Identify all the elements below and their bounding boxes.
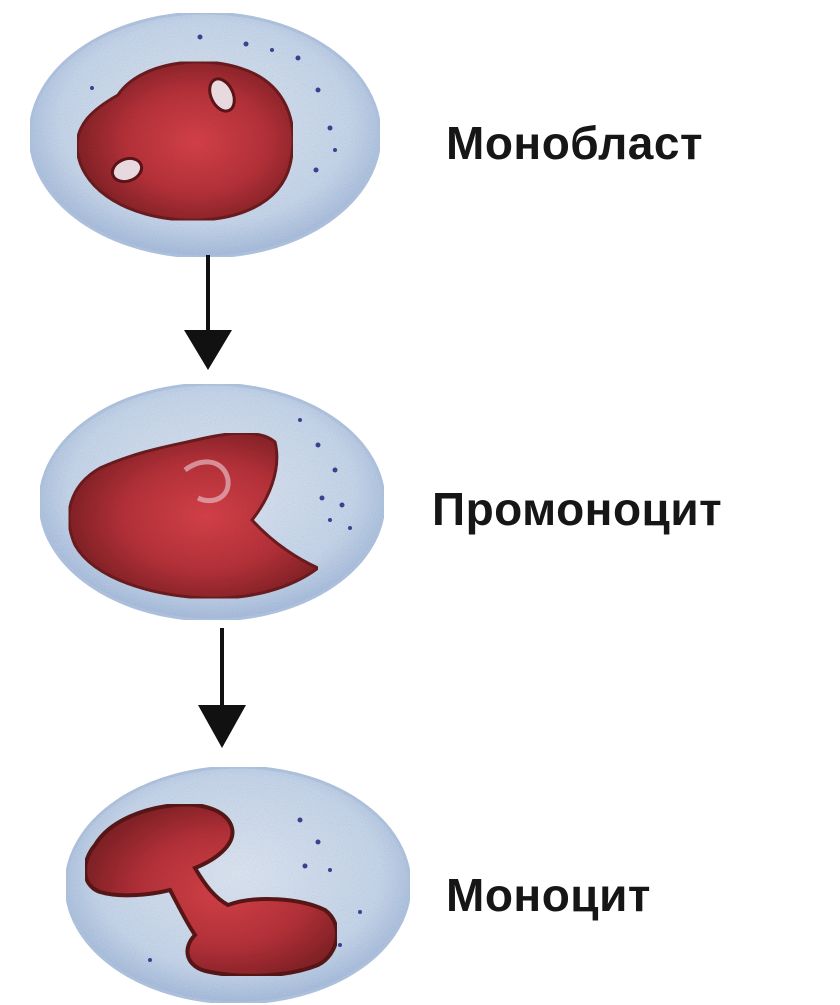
stage-label-monocyte: Моноцит [446,872,651,918]
arrow-down-icon [184,255,232,370]
stage-label-monoblast: Монобласт [446,120,703,166]
arrow-down-icon [198,628,246,748]
promonocyte-cell [40,384,384,620]
stage-label-promonocyte: Промоноцит [432,486,722,532]
monoblast-cell [30,13,380,257]
monocyte-cell [66,767,410,1003]
